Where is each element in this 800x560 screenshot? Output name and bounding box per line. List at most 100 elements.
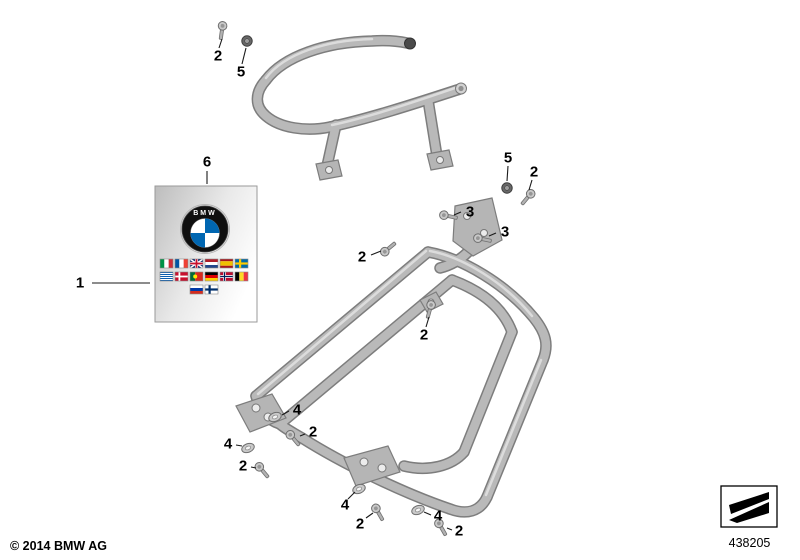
callout-5-label: 5: [504, 150, 512, 167]
diagram-code-text: 438205: [728, 536, 771, 550]
diagram-code-box: [720, 485, 778, 528]
callout-2-label: 2: [239, 458, 247, 475]
mounting-hole: [359, 457, 369, 467]
leader-line: [241, 47, 247, 65]
bolt-icon: [252, 460, 272, 481]
washer-icon: [239, 441, 257, 455]
leader-lines: [92, 38, 533, 531]
leader-line: [281, 410, 290, 416]
direction-wedge-icon: [729, 502, 769, 523]
language-flags: [159, 258, 249, 295]
bolt-icon: [518, 187, 538, 208]
direction-wedge-icon: [729, 492, 769, 514]
leader-line: [347, 491, 356, 500]
leader-line: [528, 179, 533, 191]
tube-end-cap: [404, 37, 416, 50]
callout-1-label: 1: [76, 275, 84, 292]
bmw-roundel-logo: BMW: [180, 204, 230, 254]
tube-segment: [459, 327, 517, 457]
nut-icon: [501, 182, 513, 194]
leader-line: [370, 250, 382, 256]
mounting-plate: [343, 445, 401, 487]
copyright-text: © 2014 BMW AG: [10, 539, 107, 553]
callout-4-label: 4: [224, 436, 233, 453]
flag-france-icon: [174, 258, 189, 269]
callout-2-label: 2: [309, 424, 317, 441]
tube-segment: [482, 355, 548, 502]
leader-line: [425, 316, 430, 328]
bolt-icon: [378, 239, 399, 259]
flag-finland-icon: [204, 284, 219, 295]
mounting-bracket: [452, 197, 503, 257]
leader-line: [235, 444, 243, 447]
mounting-hole: [377, 463, 387, 473]
leader-line: [218, 38, 223, 49]
instruction-kit-box: BMW: [154, 185, 258, 323]
callout-4-label: 4: [341, 497, 350, 514]
callout-2-label: 2: [214, 48, 222, 65]
callout-4-label: 4: [434, 508, 443, 525]
bolt-icon: [369, 501, 387, 523]
leader-line: [365, 512, 374, 519]
tube-segment: [445, 492, 492, 517]
mounting-hole: [251, 403, 261, 413]
flag-germany-icon: [204, 271, 219, 282]
mounting-hole: [436, 156, 444, 164]
tube-segment: [325, 84, 465, 132]
callout-4-label: 4: [293, 402, 302, 419]
flag-denmark-icon: [174, 271, 189, 282]
leader-line: [423, 511, 432, 516]
flag-portugal-icon: [189, 271, 204, 282]
tube-segment: [322, 120, 341, 171]
tube-segment: [261, 36, 412, 85]
callout-3-label: 3: [466, 204, 474, 221]
tube-open-end-hole: [458, 85, 464, 92]
tube-highlight: [256, 249, 428, 396]
leader-line: [506, 165, 509, 182]
mounting-hole: [325, 166, 333, 174]
tube-segment: [423, 95, 442, 161]
bolt-icon: [215, 20, 228, 41]
mounting-plate: [235, 393, 287, 433]
flag-uk-icon: [189, 258, 204, 269]
leader-line: [446, 527, 453, 531]
roundel-rim: [180, 204, 230, 254]
washer-icon: [409, 503, 427, 517]
callout-2-label: 2: [356, 516, 364, 533]
tube-highlight: [484, 358, 543, 497]
flag-spain-icon: [219, 258, 234, 269]
callout-2-label: 2: [420, 327, 428, 344]
flag-italy-icon: [159, 258, 174, 269]
flag-netherlands-icon: [204, 258, 219, 269]
callout-5-label: 5: [237, 64, 245, 81]
tube-highlight: [330, 85, 460, 127]
leader-line: [488, 232, 497, 237]
callout-3-label: 3: [501, 224, 509, 241]
leader-line: [250, 466, 257, 469]
leader-line: [299, 433, 306, 437]
tube-highlight: [428, 249, 534, 318]
tube-bodies: [253, 36, 465, 171]
flag-greece-icon: [159, 271, 174, 282]
roundel-quadrant-blue: [190, 233, 205, 248]
flag-russia-icon: [189, 284, 204, 295]
flag-belgium-icon: [234, 271, 249, 282]
callout-2-label: 2: [358, 249, 366, 266]
tube-segment: [253, 75, 335, 134]
tube-segment: [399, 447, 469, 473]
callout-labels: 1 6 2 5 5 2 3 3 2 2 4 2 4 2 4 2 4 2: [76, 48, 538, 540]
tube-highlight: [264, 37, 374, 80]
mounting-hole: [463, 212, 471, 220]
roundel-quadrant-blue: [205, 218, 220, 233]
callout-6-label: 6: [203, 154, 211, 171]
upper-holder-drawing: [251, 34, 467, 181]
flag-sweden-icon: [234, 258, 249, 269]
nut-icon: [241, 35, 253, 47]
callout-2-label: 2: [455, 523, 463, 540]
leader-line: [453, 211, 462, 216]
tube-segment: [435, 247, 473, 273]
callout-2-label: 2: [530, 164, 538, 181]
mounting-hole: [480, 229, 488, 237]
